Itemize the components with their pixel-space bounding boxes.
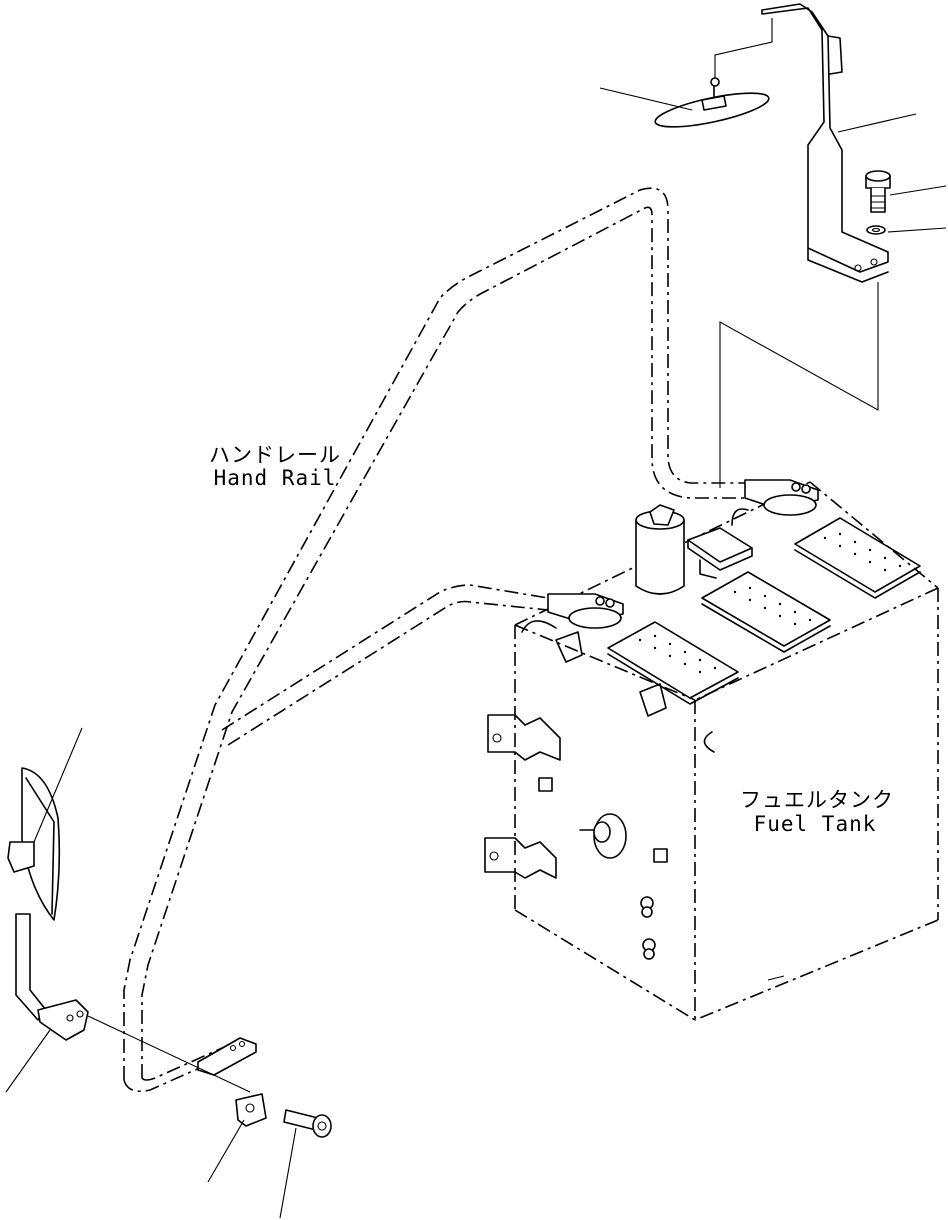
mirror-stay — [15, 913, 89, 1041]
tank-top-plate-1 — [607, 621, 739, 705]
filler-neck-plate — [687, 527, 753, 579]
washer-upper — [866, 225, 886, 235]
fuel-tank-label-en: Fuel Tank — [753, 812, 877, 836]
rail-mount-bracket-upper — [744, 479, 819, 516]
hand-rail-label-en: Hand Rail — [213, 466, 337, 490]
fuel-tank-outline — [514, 481, 939, 1021]
leader-lines — [5, 87, 947, 1219]
tank-top-plate-2 — [701, 571, 831, 653]
tank-hose — [521, 620, 557, 633]
tank-small-bracket-2 — [639, 683, 667, 717]
fuel-tank-label-jp: フュエルタンク — [740, 788, 894, 812]
tank-drain-fitting-2 — [642, 938, 656, 960]
tank-small-bracket-1 — [555, 631, 583, 663]
tank-side-clamp-upper — [487, 714, 561, 761]
mirror — [7, 767, 61, 921]
tank-plug-2 — [653, 848, 668, 863]
hand-rail-outline — [123, 187, 745, 1093]
rail-end-bracket — [197, 1037, 257, 1076]
rail-mount-bracket-lower — [547, 593, 624, 629]
lamp-stay — [761, 3, 889, 283]
bolt-upper — [865, 170, 891, 213]
tank-drain-fitting-1 — [640, 896, 654, 918]
level-gauge — [579, 813, 627, 859]
tank-side-clamp-lower — [484, 837, 557, 879]
bolt-bottom — [283, 1109, 332, 1138]
work-lamp — [654, 77, 770, 128]
breather-hook — [731, 508, 749, 526]
filler-cap — [635, 504, 685, 595]
clamp-bottom — [235, 1093, 267, 1127]
tank-top-plate-3 — [794, 517, 921, 599]
tank-hook — [703, 731, 715, 753]
hand-rail-label-jp: ハンドレール — [209, 443, 341, 467]
tank-plug-1 — [538, 777, 553, 792]
lamp-wire — [714, 18, 773, 78]
